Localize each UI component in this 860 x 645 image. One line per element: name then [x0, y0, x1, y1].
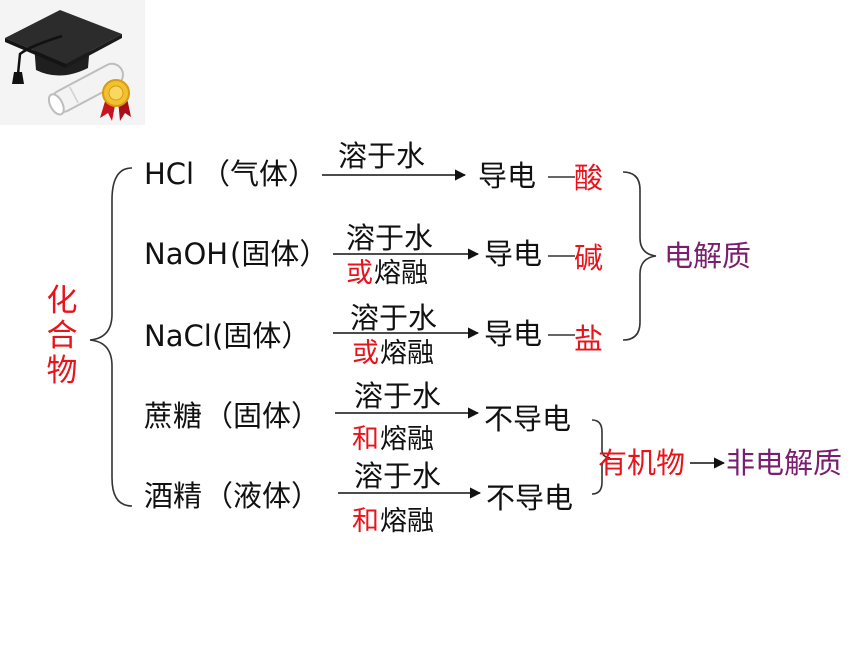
- condition-top: 溶于水: [338, 139, 426, 173]
- compound-name: NaOH: [144, 237, 229, 271]
- compound-name: NaCl: [144, 319, 212, 353]
- root-char: 化: [46, 283, 78, 319]
- condition-top: 溶于水: [354, 379, 442, 413]
- compound-state: （液体）: [204, 479, 321, 513]
- compound-state: （固体）: [204, 399, 321, 433]
- root-char: 物: [46, 353, 78, 389]
- condition-top: 溶于水: [346, 221, 434, 255]
- organic-brace: [591, 419, 611, 495]
- compound-state: （气体）: [201, 157, 318, 191]
- condition-connector: 和: [352, 506, 379, 537]
- condition-connector: 或: [346, 258, 373, 289]
- condition-connector: 和: [352, 424, 379, 455]
- result-text: 导电: [484, 317, 543, 351]
- compound-name: 酒精: [144, 479, 203, 513]
- category-label: 碱: [574, 241, 604, 275]
- condition-bottom: 熔融: [380, 506, 434, 537]
- compound-state: (固体）: [230, 237, 329, 271]
- condition-bottom: 熔融: [380, 338, 434, 369]
- compound-root-label: 化 合 物: [44, 284, 80, 389]
- root-char: 合: [46, 318, 78, 354]
- left-brace: [89, 167, 133, 507]
- result-text: 导电: [484, 237, 543, 271]
- organic-label: 有机物: [598, 446, 686, 480]
- electrolyte-label: 电解质: [664, 239, 752, 273]
- electrolyte-brace: [622, 171, 657, 341]
- compound-name: HCl: [144, 157, 195, 191]
- category-label: 酸: [574, 161, 604, 195]
- graduation-cap-diploma-icon: [0, 0, 145, 125]
- condition-top: 溶于水: [350, 301, 438, 335]
- condition-connector: 或: [352, 338, 379, 369]
- result-text: 不导电: [486, 481, 574, 515]
- compound-name: 蔗糖: [144, 399, 203, 433]
- non-electrolyte-label: 非电解质: [726, 446, 843, 480]
- result-text: 导电: [478, 159, 537, 193]
- category-label: 盐: [574, 322, 604, 356]
- result-text: 不导电: [484, 402, 572, 436]
- condition-top: 溶于水: [354, 459, 442, 493]
- condition-bottom: 熔融: [374, 258, 428, 289]
- compound-state: (固体）: [212, 319, 311, 353]
- condition-bottom: 熔融: [380, 424, 434, 455]
